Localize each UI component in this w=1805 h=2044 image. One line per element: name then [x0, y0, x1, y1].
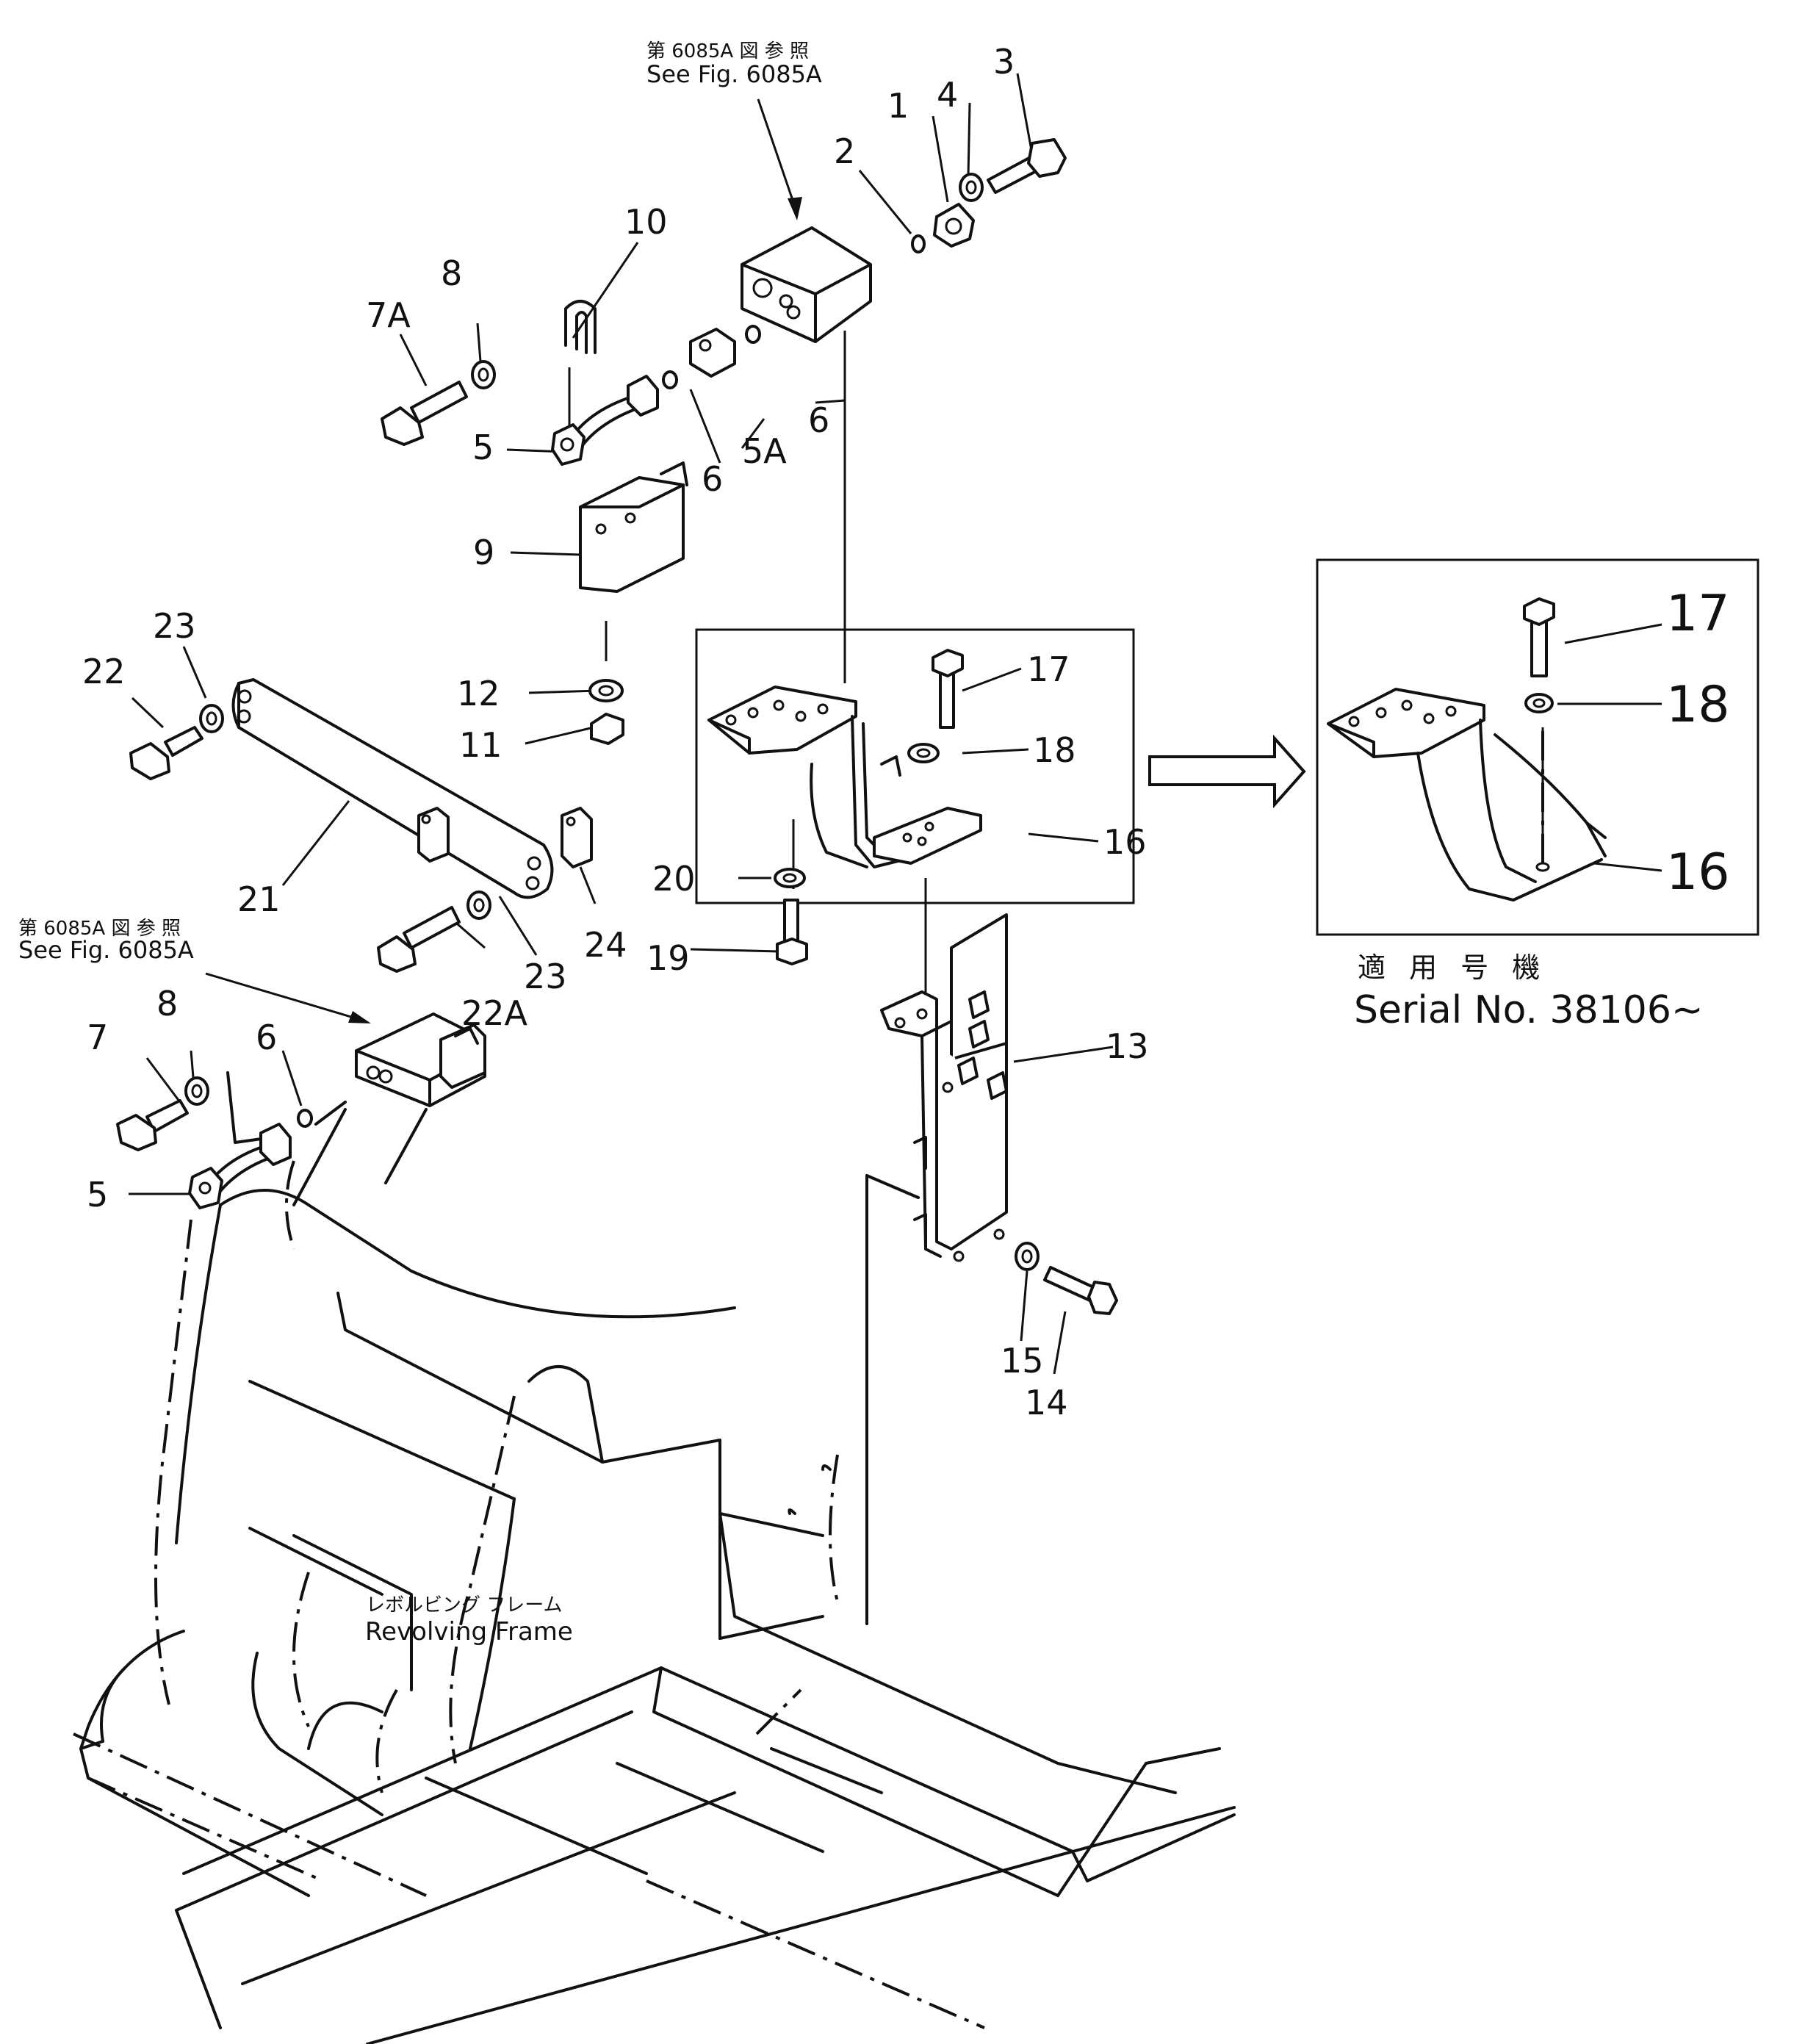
bolt-22	[129, 726, 203, 780]
washer-15	[1015, 1242, 1040, 1271]
part-label: 23	[153, 606, 196, 646]
bracket-13	[865, 913, 1008, 1625]
frame-label: レボルビング フレーム Revolving Frame	[365, 1594, 573, 1647]
o-ring-6-upper	[745, 325, 761, 344]
part-label: 6	[256, 1018, 277, 1057]
hose-fitting-5-lower	[188, 1071, 428, 1209]
inset-part-label: 18	[1666, 676, 1730, 734]
figure-ref-top-en: See Fig. 6085A	[646, 60, 822, 88]
part-label: 9	[473, 533, 494, 572]
bolt-17	[932, 649, 964, 729]
part-label: 3	[993, 42, 1015, 82]
o-ring-6-lower	[297, 1109, 313, 1128]
figure-ref-top-jp: 第 6085A 図 参 照	[646, 40, 809, 62]
right-arrow-icon	[1148, 734, 1306, 809]
detail-box	[695, 628, 1135, 904]
serial-number: Serial No. 38106~	[1354, 988, 1704, 1032]
revolving-frame	[73, 1160, 1236, 2044]
bracket-9	[579, 461, 688, 593]
bolt-22a	[377, 906, 461, 973]
figure-ref-left: 第 6085A 図 参 照 See Fig. 6085A	[18, 918, 194, 964]
bolt-7a	[381, 381, 468, 446]
bolt-19	[776, 899, 808, 965]
part-label: 23	[524, 957, 567, 996]
washer-18	[907, 743, 940, 763]
part-label: 7	[87, 1018, 108, 1057]
bolt-3	[987, 138, 1067, 194]
figure-ref-top: 第 6085A 図 参 照 See Fig. 6085A	[646, 40, 822, 88]
o-ring-2	[911, 234, 926, 253]
part-label: 20	[652, 859, 696, 899]
part-label: 6	[808, 400, 829, 440]
figure-ref-left-jp: 第 6085A 図 参 照	[18, 918, 181, 940]
o-ring-6-mid	[662, 370, 678, 389]
figure-ref-left-en: See Fig. 6085A	[18, 936, 194, 964]
block-5a	[689, 328, 736, 378]
washer-20	[774, 868, 806, 888]
part-label: 4	[937, 75, 958, 115]
hose-fitting-5	[551, 375, 659, 466]
flange-1	[933, 203, 975, 248]
washer-8-upper	[471, 360, 496, 389]
part-label: 18	[1033, 730, 1076, 770]
valve-block-lower	[355, 1012, 486, 1107]
part-label: 5	[472, 428, 494, 467]
part-label: 8	[156, 984, 178, 1023]
part-number-labels: 1 2 3 4 5 5A 6 6 7A 8 9 10 12 11 21 22 2…	[82, 42, 1149, 1422]
bracket-16	[707, 685, 982, 868]
valve-block-upper	[741, 226, 872, 343]
part-label: 1	[887, 86, 909, 126]
inset-part-label: 17	[1666, 585, 1730, 643]
part-label: 8	[441, 253, 462, 293]
bar-21	[231, 678, 554, 899]
u-bolt-10	[564, 300, 597, 354]
part-label: 14	[1025, 1383, 1068, 1422]
part-label: 16	[1103, 822, 1147, 862]
part-label: 12	[457, 674, 500, 713]
nut-11	[590, 713, 624, 745]
part-label: 15	[1001, 1341, 1044, 1381]
part-label: 11	[459, 725, 502, 765]
part-label: 5A	[742, 431, 787, 471]
part-label: 21	[237, 879, 281, 919]
bolt-14	[1043, 1266, 1118, 1315]
washer-8-lower	[184, 1076, 209, 1106]
washer-4	[959, 173, 984, 202]
part-label: 2	[834, 132, 855, 171]
part-label: 6	[702, 459, 723, 499]
part-label: 7A	[366, 295, 411, 335]
part-label: 10	[624, 202, 668, 242]
part-label: 19	[646, 938, 690, 978]
inset-part-label: 16	[1666, 843, 1730, 902]
block-24	[561, 807, 593, 868]
inset-box	[1316, 558, 1759, 936]
part-label: 13	[1106, 1026, 1149, 1066]
washer-23-lower	[466, 890, 491, 920]
part-label: 17	[1027, 649, 1070, 689]
part-label: 5	[87, 1175, 108, 1214]
frame-label-jp: レボルビング フレーム	[366, 1594, 563, 1616]
frame-label-en: Revolving Frame	[365, 1617, 573, 1647]
part-label: 22A	[461, 993, 528, 1033]
washer-23-upper	[199, 704, 224, 733]
part-label: 22	[82, 652, 126, 691]
inset-part-number-labels: 17 18 16	[1666, 585, 1730, 902]
part-label: 24	[584, 925, 627, 965]
washer-12	[588, 679, 624, 702]
serial-jp: 適 用 号 機	[1358, 951, 1547, 984]
serial-note: 適 用 号 機 Serial No. 38106~	[1354, 951, 1704, 1032]
bolt-7	[116, 1099, 189, 1151]
